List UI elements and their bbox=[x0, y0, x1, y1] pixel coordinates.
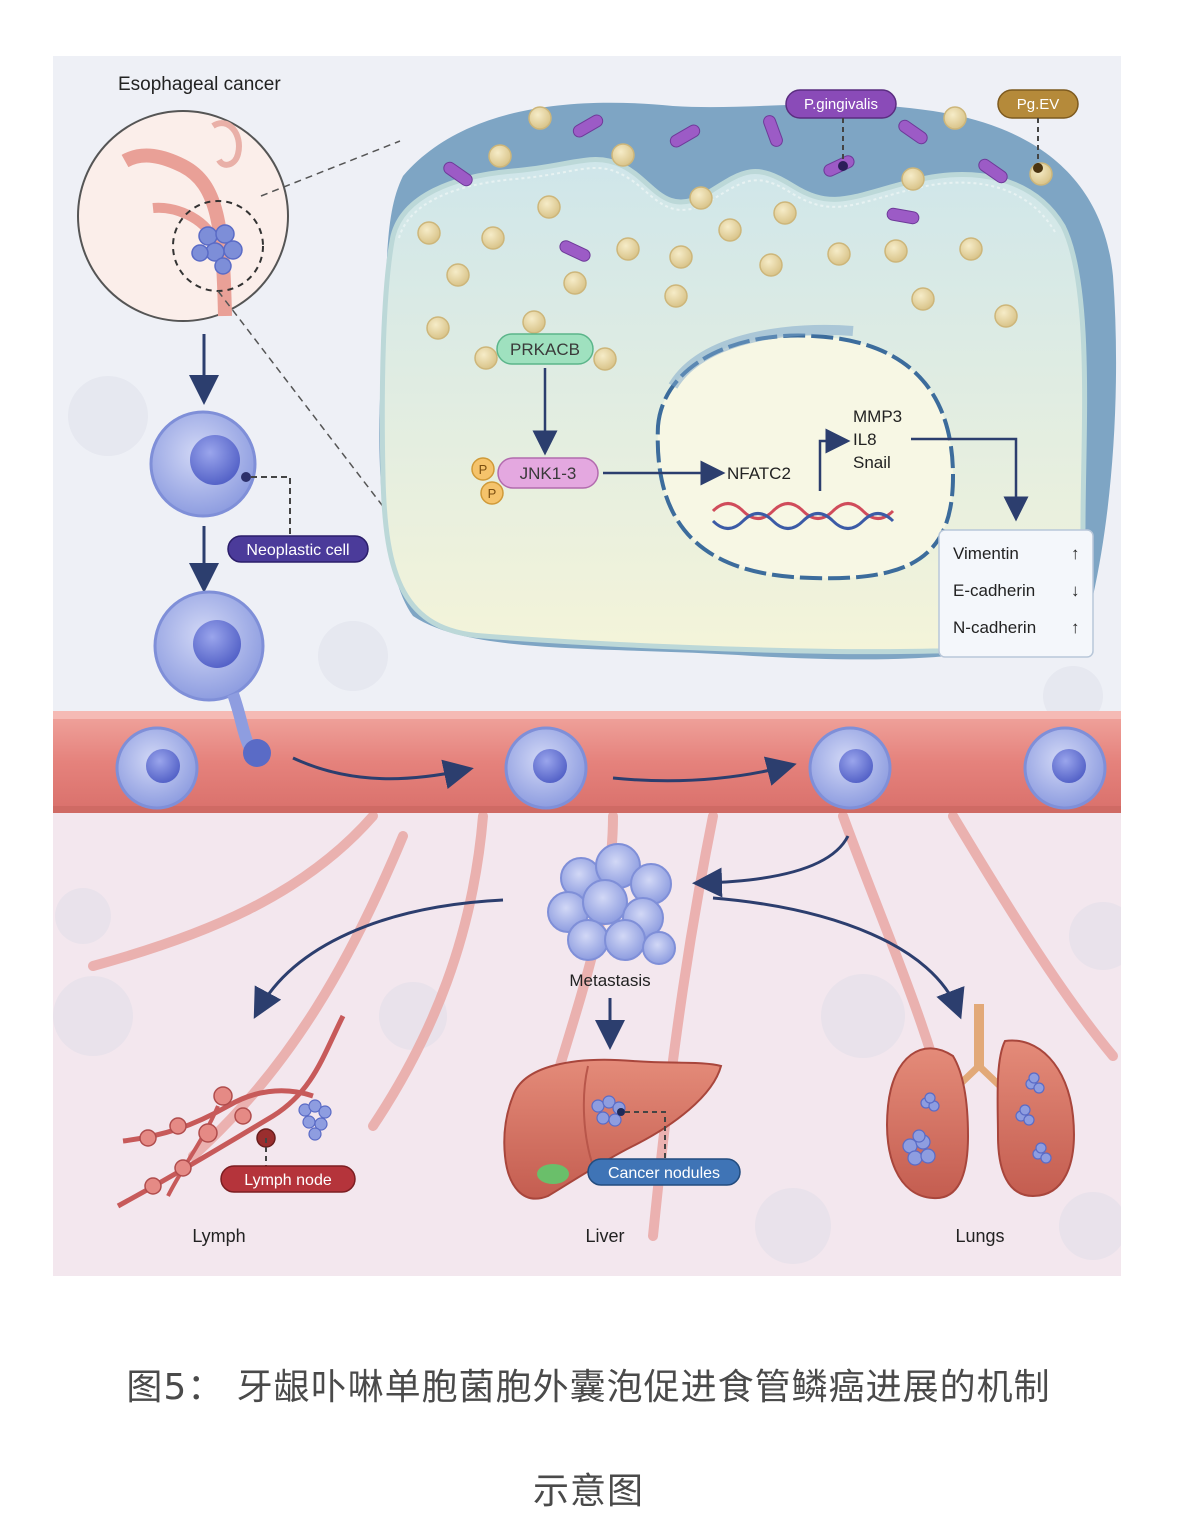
prkacb-node bbox=[496, 333, 594, 365]
circulating-cell-4 bbox=[1023, 726, 1107, 810]
emt-markers-box bbox=[938, 529, 1094, 658]
marker-ncadherin: N-cadherin bbox=[953, 618, 1036, 637]
marker-ncadherin-arrow: ↑ bbox=[1071, 618, 1080, 637]
marker-ecadherin: E-cadherin bbox=[953, 581, 1035, 600]
liver-nodule bbox=[591, 1095, 626, 1127]
phospho-2 bbox=[480, 481, 504, 505]
prkacb-label: PRKACB bbox=[510, 340, 580, 359]
esophageal-label: Esophageal cancer bbox=[118, 74, 281, 95]
flow-arrow-1 bbox=[292, 756, 474, 790]
lymph-vessels bbox=[116, 1014, 346, 1209]
lungs bbox=[886, 1004, 1075, 1200]
esophagus-inset bbox=[77, 110, 289, 322]
svg-text:P: P bbox=[479, 462, 488, 477]
dna-helix bbox=[711, 502, 895, 530]
marker-vimentin: Vimentin bbox=[953, 544, 1019, 563]
pgev-label: Pg.EV bbox=[1017, 96, 1060, 113]
to-lymph-arrow bbox=[253, 898, 504, 1019]
svg-text:P: P bbox=[488, 486, 497, 501]
liver-label: Liver bbox=[585, 1226, 624, 1246]
phospho-1 bbox=[471, 457, 495, 481]
circulating-cell-3 bbox=[808, 726, 892, 810]
circulating-cell-1 bbox=[115, 726, 199, 810]
lymph-node-tumor bbox=[298, 1099, 332, 1141]
to-lungs-arrow bbox=[712, 896, 965, 1020]
to-metastasis-arrow bbox=[692, 835, 850, 898]
lymph-node-tag bbox=[220, 1165, 356, 1193]
pgingivalis-label: P.gingivalis bbox=[804, 96, 878, 113]
figure-caption: 图5： 牙龈卟啉单胞菌胞外囊泡促进食管鳞癌进展的机制 bbox=[126, 1367, 1051, 1408]
cancer-nodules-tag bbox=[587, 1158, 741, 1186]
marker-ecadherin-arrow: ↓ bbox=[1071, 581, 1080, 600]
liver bbox=[503, 1058, 723, 1200]
mechanism-figure: Esophageal cancer Neoplastic cell bbox=[53, 56, 1121, 1276]
vesicles bbox=[417, 106, 1053, 371]
lungs-label: Lungs bbox=[955, 1226, 1004, 1246]
lung-nodules bbox=[902, 1072, 1052, 1166]
neoplastic-cell-tag bbox=[227, 535, 369, 563]
marker-vimentin-arrow: ↑ bbox=[1071, 544, 1080, 563]
targets-arrow bbox=[911, 437, 1029, 522]
jnk-label: JNK1-3 bbox=[520, 464, 577, 483]
figure-caption-continued: 示意图 bbox=[532, 1471, 644, 1512]
target-snail: Snail bbox=[853, 453, 891, 472]
cancer-nodules-label: Cancer nodules bbox=[608, 1165, 720, 1182]
target-il8: IL8 bbox=[853, 430, 877, 449]
metastasis-label: Metastasis bbox=[569, 971, 650, 990]
nfatc2-label: NFATC2 bbox=[727, 464, 791, 483]
nucleus bbox=[655, 324, 956, 581]
circulating-cell-2 bbox=[504, 726, 588, 810]
neoplastic-cell-label: Neoplastic cell bbox=[246, 542, 349, 559]
pgingivalis-tag bbox=[785, 89, 897, 119]
jnk-node bbox=[497, 457, 599, 489]
neoplastic-cell bbox=[149, 410, 257, 518]
nfatc2-arrow bbox=[818, 428, 851, 491]
lymph-label: Lymph bbox=[192, 1226, 245, 1246]
metastasis-cluster bbox=[547, 843, 676, 965]
target-mmp3: MMP3 bbox=[853, 407, 902, 426]
invading-cell bbox=[153, 590, 271, 767]
flow-arrow-2 bbox=[612, 756, 797, 786]
lymph-node-label: Lymph node bbox=[244, 1172, 332, 1189]
